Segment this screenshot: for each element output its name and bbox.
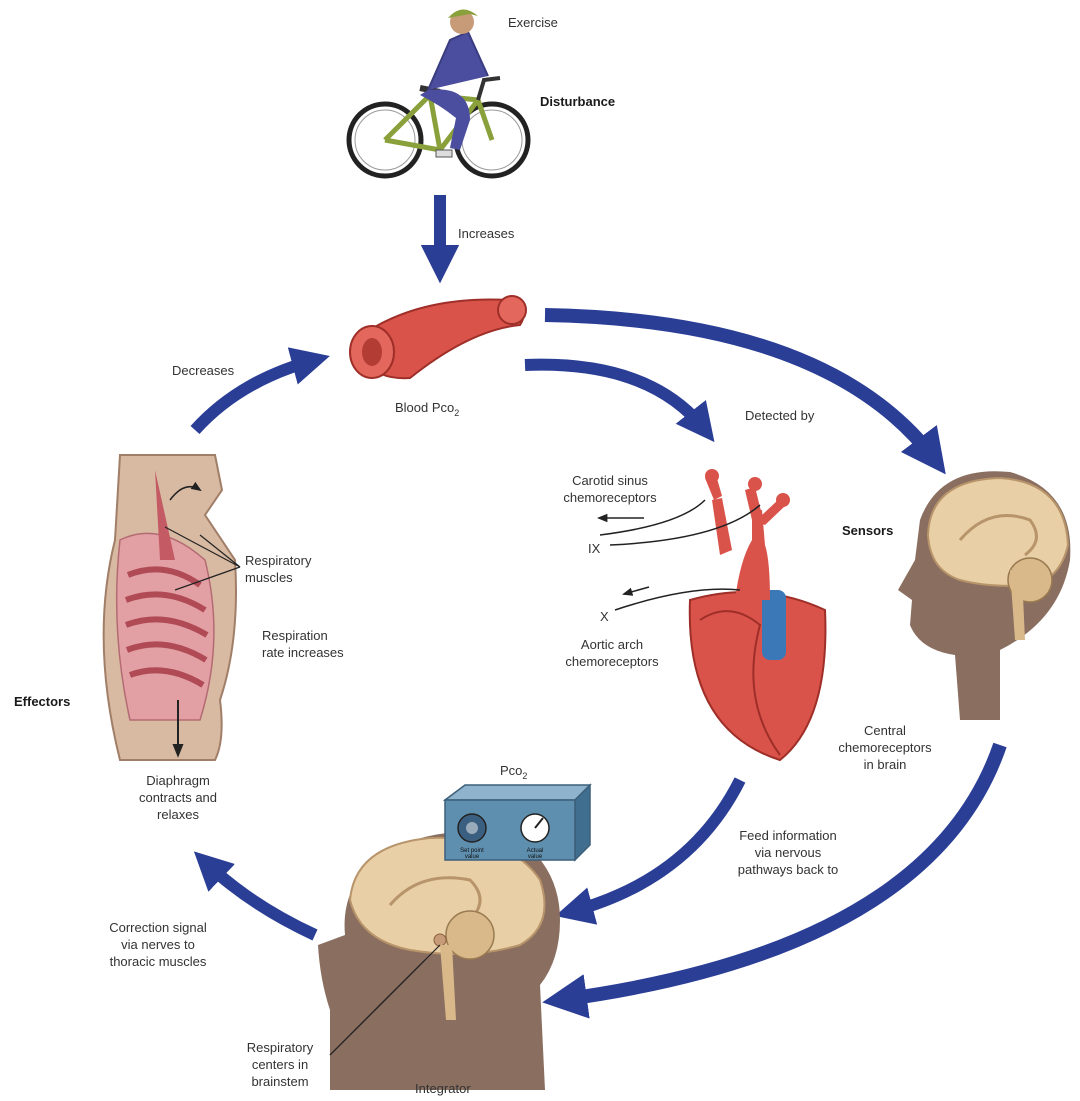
pco2-box-label: Pco2 bbox=[500, 763, 527, 781]
diaphragm-line3: relaxes bbox=[157, 807, 199, 822]
correction-line2: via nerves to bbox=[121, 937, 195, 952]
resp-centers-line1: Respiratory bbox=[247, 1040, 314, 1055]
aortic-label-line1: Aortic arch bbox=[581, 637, 643, 652]
actual-value-text: value bbox=[528, 854, 543, 860]
sensors-label: Sensors bbox=[842, 523, 893, 538]
feed-info-line2: via nervous bbox=[755, 845, 822, 860]
nerve-x-label: X bbox=[600, 609, 609, 624]
blood-vessel-illustration bbox=[350, 296, 526, 378]
set-point-box: Set point value Actual value bbox=[445, 785, 590, 860]
blood-pco2-label: Blood Pco2 bbox=[395, 400, 459, 418]
respiration-rate-line1: Respiration bbox=[262, 628, 328, 643]
carotid-label-line2: chemoreceptors bbox=[563, 490, 657, 505]
feedback-arrows bbox=[195, 195, 1000, 1000]
arrow-to-effectors-icon bbox=[205, 862, 315, 935]
central-label-line1: Central bbox=[864, 723, 906, 738]
arrow-to-brain-icon bbox=[545, 315, 935, 460]
torso-illustration bbox=[104, 455, 236, 760]
respiratory-muscles-line2: muscles bbox=[245, 570, 293, 585]
cyclist-illustration bbox=[349, 9, 528, 176]
respiration-rate-line2: rate increases bbox=[262, 645, 344, 660]
disturbance-label: Disturbance bbox=[540, 94, 615, 109]
correction-line1: Correction signal bbox=[109, 920, 207, 935]
arrow-to-heart-icon bbox=[525, 365, 705, 430]
central-label-line3: in brain bbox=[864, 757, 907, 772]
increases-label: Increases bbox=[458, 226, 515, 241]
arrow-heart-to-integrator-icon bbox=[570, 780, 740, 912]
nerve-ix-label: IX bbox=[588, 541, 601, 556]
resp-centers-line3: brainstem bbox=[251, 1074, 308, 1089]
heart-illustration bbox=[690, 469, 826, 760]
integrator-label: Integrator bbox=[415, 1081, 471, 1096]
feed-info-line1: Feed information bbox=[739, 828, 837, 843]
respiratory-muscles-line1: Respiratory bbox=[245, 553, 312, 568]
diaphragm-line2: contracts and bbox=[139, 790, 217, 805]
head-with-brain-illustration bbox=[898, 471, 1070, 720]
decreases-label: Decreases bbox=[172, 363, 235, 378]
correction-line3: thoracic muscles bbox=[110, 954, 207, 969]
exercise-label: Exercise bbox=[508, 15, 558, 30]
resp-centers-line2: centers in bbox=[252, 1057, 308, 1072]
central-label-line2: chemoreceptors bbox=[838, 740, 932, 755]
feed-info-line3: pathways back to bbox=[738, 862, 838, 877]
carotid-label-line1: Carotid sinus bbox=[572, 473, 648, 488]
set-point-value-text: value bbox=[465, 854, 480, 860]
diaphragm-line1: Diaphragm bbox=[146, 773, 210, 788]
detected-by-label: Detected by bbox=[745, 408, 815, 423]
effectors-label: Effectors bbox=[14, 694, 70, 709]
aortic-label-line2: chemoreceptors bbox=[565, 654, 659, 669]
integrator-head-illustration bbox=[318, 832, 560, 1090]
